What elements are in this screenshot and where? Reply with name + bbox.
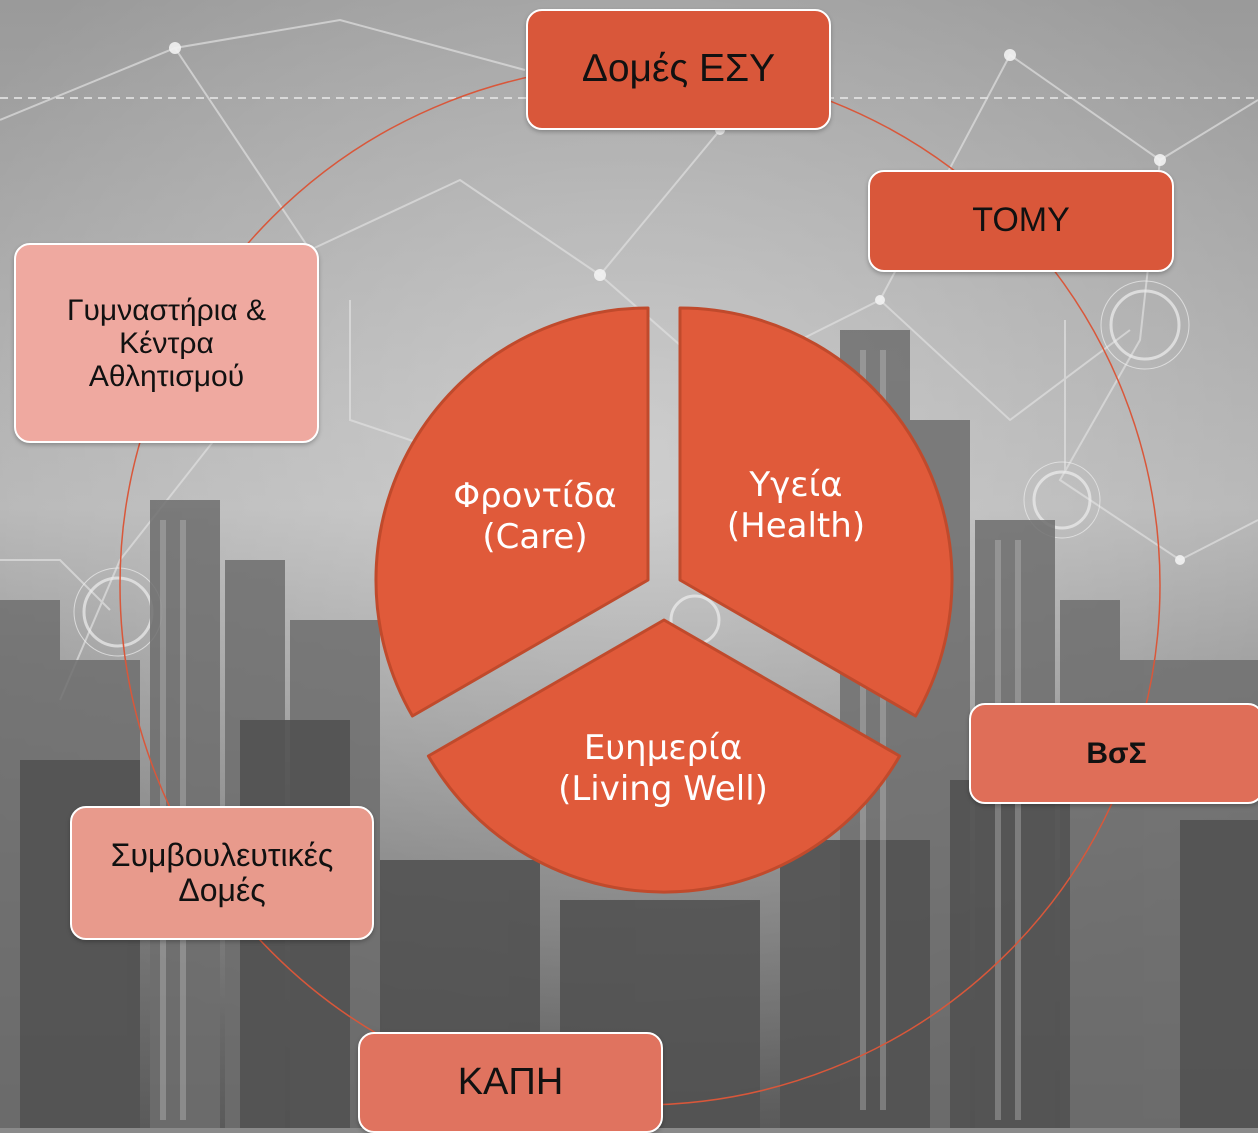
node-esy-structures: Δομές ΕΣΥ: [526, 9, 831, 130]
node-tomy: ΤΟΜΥ: [868, 170, 1174, 272]
segment-label-living-well: Ευημερία (Living Well): [558, 728, 768, 809]
segment-living-well: [426, 618, 902, 894]
segment-care: [374, 306, 650, 718]
segment-health: [678, 306, 954, 718]
node-bos: ΒσΣ: [969, 703, 1258, 804]
node-counseling-structures: Συμβουλευτικές Δομές: [70, 806, 374, 940]
node-gyms-sports-centers: Γυμναστήρια & Κέντρα Αθλητισμού: [14, 243, 319, 443]
segment-label-health: Υγεία (Health): [726, 465, 866, 546]
center-circle: [374, 306, 954, 894]
segment-label-care: Φροντίδα (Care): [453, 476, 617, 557]
node-kapi: ΚΑΠΗ: [358, 1032, 663, 1133]
